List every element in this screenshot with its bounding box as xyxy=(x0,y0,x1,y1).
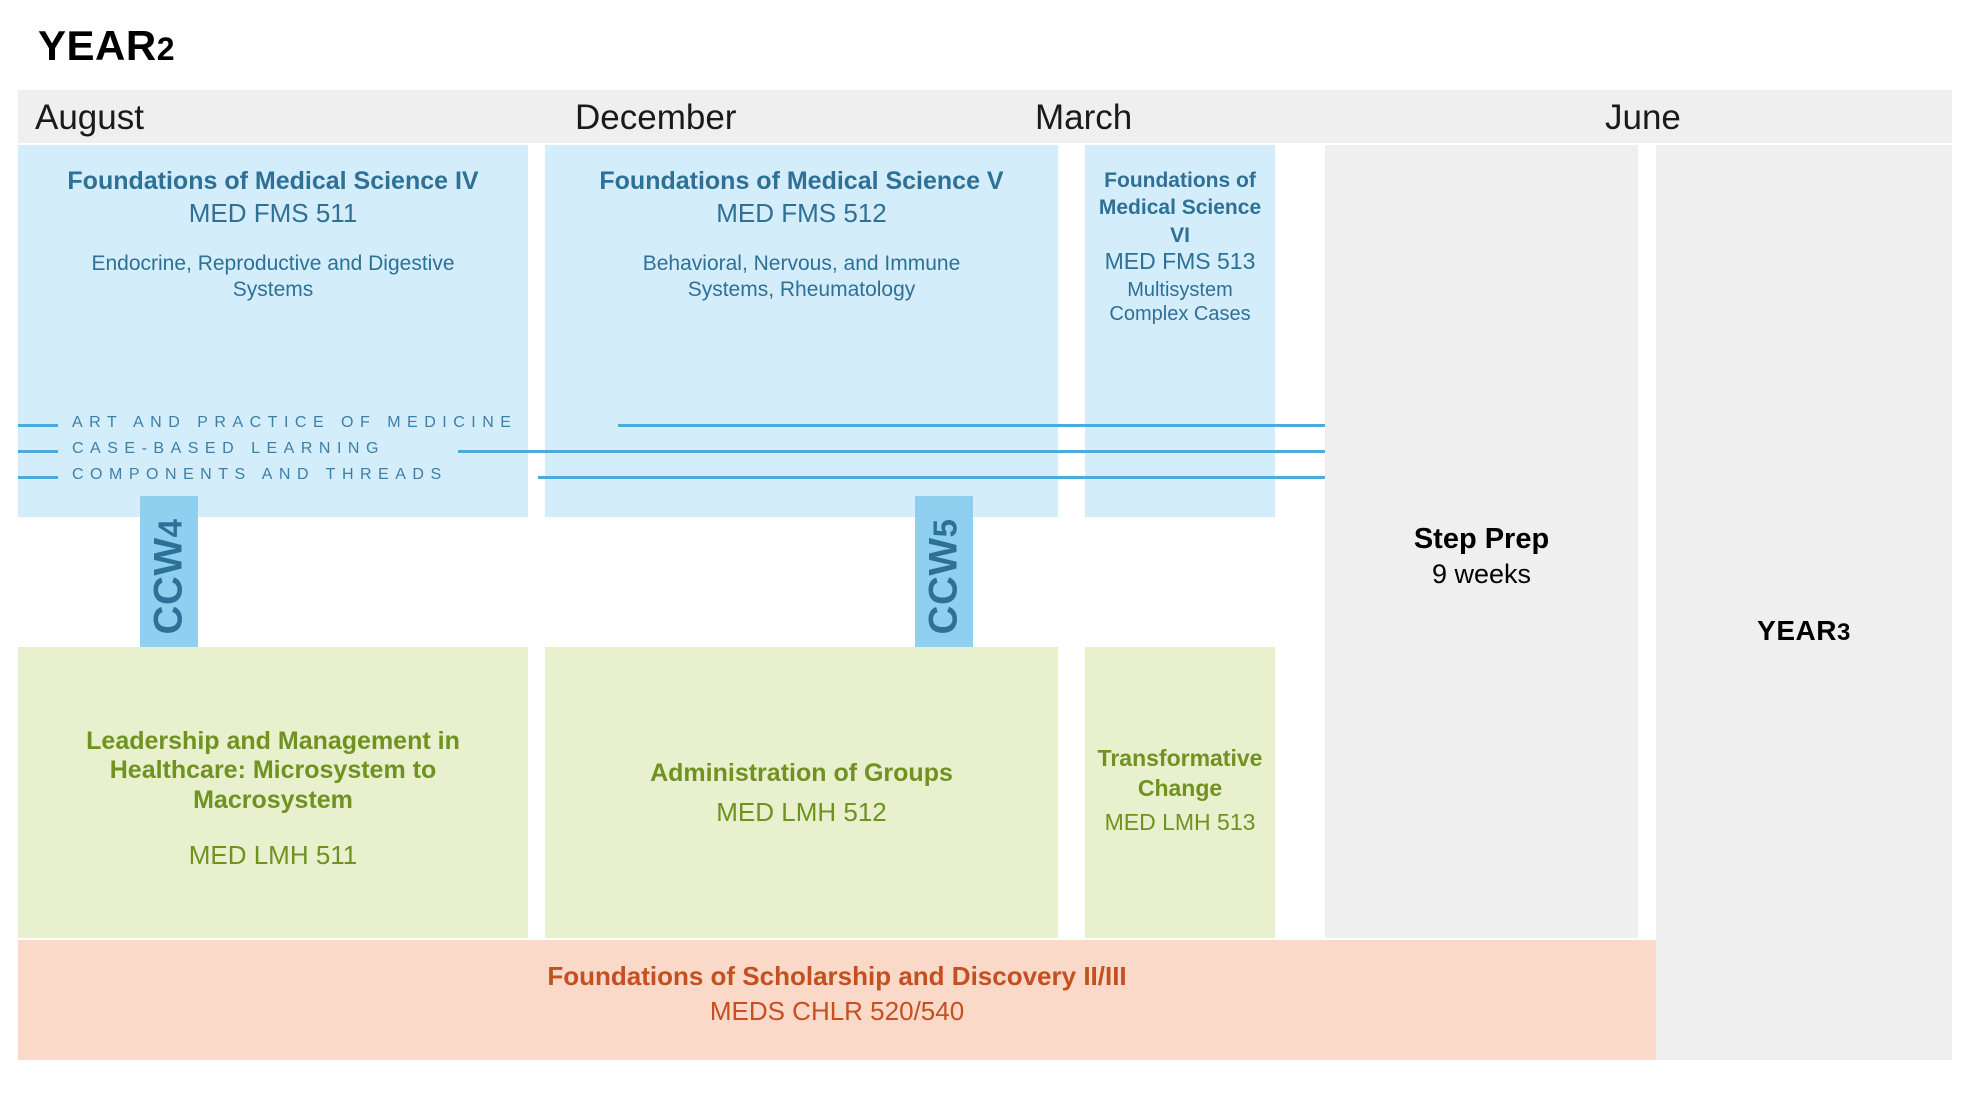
thread-line-segment-left xyxy=(18,476,58,479)
year-3-word: YEAR xyxy=(1757,615,1837,646)
course-title: Administration of Groups xyxy=(650,759,953,787)
ccw-label: CCW xyxy=(146,536,191,634)
step-prep-title: Step Prep xyxy=(1413,523,1550,555)
thread-label: ART AND PRACTICE OF MEDICINE xyxy=(72,414,518,431)
course-block-lmh-512[interactable]: Administration of Groups MED LMH 512 xyxy=(545,647,1058,938)
ccw-block-5[interactable]: CCW5 xyxy=(915,496,973,656)
year-3-label: YEAR3 xyxy=(1656,615,1952,647)
thread-line-segment-right xyxy=(458,450,1638,453)
page-title: YEAR2 xyxy=(38,22,175,70)
course-title: Transformative Change xyxy=(1097,745,1263,801)
page-title-word: YEAR xyxy=(38,22,157,69)
course-code: MED FMS 512 xyxy=(716,198,887,228)
thread-label: CASE-BASED LEARNING xyxy=(72,440,385,457)
course-title: Foundations of Scholarship and Discovery… xyxy=(547,961,1127,991)
course-block-fms-v[interactable]: Foundations of Medical Science V MED FMS… xyxy=(545,145,1058,517)
course-code: MED LMH 513 xyxy=(1104,809,1256,835)
course-code: MED LMH 511 xyxy=(188,840,358,870)
step-prep-block[interactable]: Step Prep 9 weeks xyxy=(1325,145,1638,938)
year-3-block[interactable]: YEAR3 xyxy=(1656,145,1952,1060)
page-title-number: 2 xyxy=(156,31,175,67)
thread-art-and-practice-of-medicine: ART AND PRACTICE OF MEDICINE xyxy=(18,414,1638,436)
ccw-number: 4 xyxy=(151,518,189,537)
thread-label: COMPONENTS AND THREADS xyxy=(72,466,448,483)
course-block-fms-vi[interactable]: Foundations of Medical Science VI MED FM… xyxy=(1085,145,1275,517)
course-block-lmh-513[interactable]: Transformative Change MED LMH 513 xyxy=(1085,647,1275,938)
ccw-number: 5 xyxy=(926,518,964,537)
thread-line-segment-left xyxy=(18,450,58,453)
course-title: Foundations of Medical Science IV xyxy=(67,167,479,195)
month-label-june: June xyxy=(1605,98,1681,137)
thread-components-and-threads: COMPONENTS AND THREADS xyxy=(18,466,1638,488)
course-block-fms-iv[interactable]: Foundations of Medical Science IV MED FM… xyxy=(18,145,528,517)
course-block-lmh-511[interactable]: Leadership and Management in Healthcare:… xyxy=(18,647,528,938)
course-title: Foundations of Medical Science VI xyxy=(1098,169,1262,247)
course-description: Behavioral, Nervous, and Immune Systems,… xyxy=(642,252,961,301)
month-label-august: August xyxy=(35,98,144,137)
month-axis-band: August December March June xyxy=(18,90,1952,143)
ccw-label: CCW xyxy=(921,536,966,634)
course-description: Multisystem Complex Cases xyxy=(1109,279,1251,326)
ccw-block-4[interactable]: CCW4 xyxy=(140,496,198,656)
course-title: Leadership and Management in Healthcare:… xyxy=(86,727,460,814)
course-code: MEDS CHLR 520/540 xyxy=(709,996,965,1026)
course-title: Foundations of Medical Science V xyxy=(599,167,1004,195)
month-label-december: December xyxy=(575,98,737,137)
course-code: MED FMS 513 xyxy=(1104,248,1256,274)
course-block-scholarship-discovery[interactable]: Foundations of Scholarship and Discovery… xyxy=(18,940,1656,1060)
thread-line-segment-right xyxy=(538,476,1638,479)
thread-case-based-learning: CASE-BASED LEARNING xyxy=(18,440,1638,462)
month-label-march: March xyxy=(1035,98,1133,137)
course-code: MED LMH 512 xyxy=(716,797,887,827)
thread-line-segment-right xyxy=(618,424,1638,427)
thread-line-segment-left xyxy=(18,424,58,427)
step-prep-duration: 9 weeks xyxy=(1431,559,1532,589)
course-description: Endocrine, Reproductive and Digestive Sy… xyxy=(91,252,455,301)
year-3-number: 3 xyxy=(1836,619,1851,646)
course-code: MED FMS 511 xyxy=(188,198,358,228)
